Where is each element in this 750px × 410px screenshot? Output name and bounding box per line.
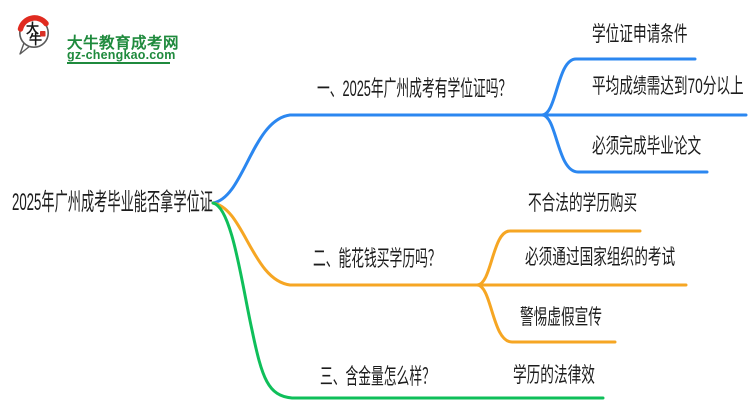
branch-1-line	[211, 113, 748, 205]
branch-1-child-2: 必须完成毕业论文	[592, 135, 702, 158]
branch-3-child-0: 学历的法律效	[513, 364, 595, 387]
svg-text:大: 大	[26, 21, 39, 37]
branch-1-label: 一、2025年广州成考有学位证吗？	[317, 76, 512, 101]
root-topic: 2025年广州成考毕业能否拿学位证	[12, 189, 213, 216]
brand-underline	[67, 62, 170, 64]
branch-3-line	[211, 201, 605, 400]
branch-1-child-line-0	[540, 57, 697, 117]
svg-text:牛: 牛	[29, 32, 42, 48]
branch-1-child-1: 平均成绩需达到70分以上	[592, 75, 744, 98]
branch-2-child-1: 必须通过国家组织的考试	[525, 246, 676, 269]
branch-2-child-2: 警惕虚假宣传	[520, 306, 602, 329]
branch-1-child-line-2	[540, 113, 709, 174]
branch-2-child-line-2	[475, 283, 617, 344]
branch-1-child-0: 学位证申请条件	[592, 23, 688, 46]
brand-name: 大牛教育成考网	[67, 35, 180, 52]
brand-domain: gz-chengkao.com	[67, 48, 176, 62]
branch-3-label: 三、含金量怎么样？	[320, 364, 435, 389]
branch-2-label: 二、能花钱买学历吗？	[313, 246, 441, 271]
site-logo: 大 牛 大牛教育成考网 gz-chengkao.com	[14, 12, 234, 64]
branch-2-line	[211, 201, 688, 287]
branch-2-child-0: 不合法的学历购买	[528, 192, 638, 215]
bull-seal-icon: 大 牛	[17, 15, 49, 55]
branch-2-child-line-0	[475, 229, 642, 287]
